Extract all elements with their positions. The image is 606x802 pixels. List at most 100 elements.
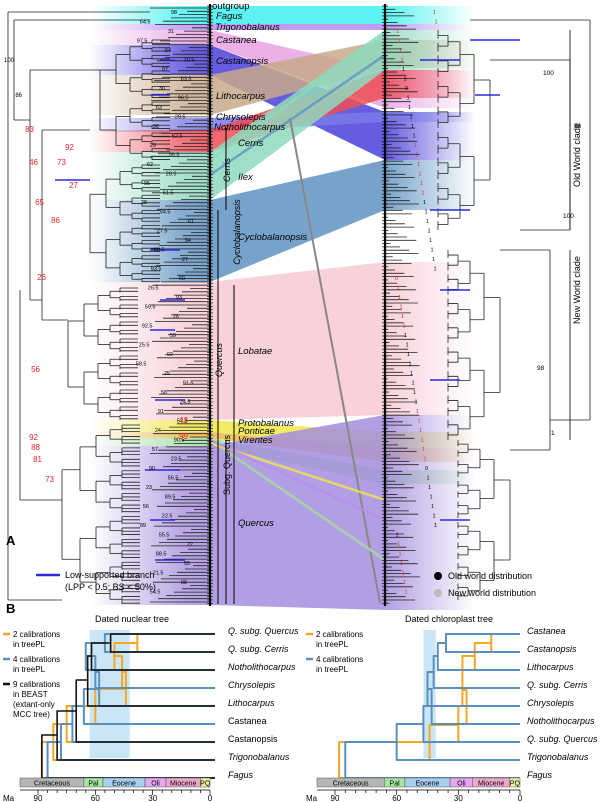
low-support-branches: [55, 59, 185, 561]
left-taxon: Q. subg. Cerris: [228, 644, 289, 654]
right-branch: [448, 143, 460, 168]
support-value-small: 59.5: [145, 305, 156, 311]
support-value-small: 1: [411, 124, 414, 130]
right-branch: [448, 303, 458, 315]
support-value-small: 23.5: [171, 457, 182, 463]
support-value-small: 26.5: [148, 286, 159, 292]
red-node-support: 73: [57, 158, 66, 167]
left-taxon: Notholithocarpus: [228, 662, 296, 672]
support-value-small: 1: [406, 343, 409, 349]
support-value-small: 22: [187, 542, 193, 548]
right-small-support: 1111111101111111111111111111011111111111…: [395, 10, 438, 596]
left-legend-text: 2 calibrations: [13, 630, 60, 639]
left-tick-label: 30: [148, 794, 157, 802]
support-value-small: 1: [412, 381, 415, 387]
support-value-small: 64.5: [140, 20, 151, 26]
right-epoch-label: Miocene: [478, 781, 505, 788]
right-epoch-pq: [509, 777, 521, 788]
taxon-label-trigonobalanus: Trigonobalanus: [215, 22, 280, 33]
right-branch: [458, 260, 470, 284]
left-taxon: Q. subg. Quercus: [228, 626, 299, 636]
support-value-small: 25: [164, 371, 170, 377]
support-value-small: 54.5: [150, 590, 161, 596]
right-branch: [480, 541, 494, 581]
right-branch: [458, 484, 468, 494]
support-value-small: 61: [188, 219, 194, 225]
support-value-small: 27.5: [157, 229, 168, 235]
support-value-small: 89.5: [165, 495, 176, 501]
support-value-small: 22.5: [162, 514, 173, 520]
support-value-small: 55.5: [159, 533, 170, 539]
right-branch: [460, 156, 474, 206]
panel-a-letter: A: [6, 533, 16, 548]
support-value-small: 24.5: [180, 400, 191, 406]
right-branch: [460, 54, 474, 104]
right-node-support: 100: [543, 70, 554, 77]
right-branch: [448, 400, 458, 412]
support-value-small: 1: [419, 172, 422, 178]
left-legend-text: in treePL: [13, 640, 46, 649]
left-black: [86, 655, 215, 707]
taxon-label-castanopsis: Castanopsis: [216, 56, 269, 67]
support-value-small: 1: [402, 571, 405, 577]
left-legend-text: MCC tree): [13, 710, 50, 719]
right-orange: [490, 633, 520, 653]
red-node-support: 88: [31, 443, 40, 452]
support-value-small: 58: [161, 390, 167, 396]
right-blue: [436, 642, 520, 671]
support-value-small: 26: [173, 314, 179, 320]
left-taxon: Chrysolepis: [228, 680, 276, 690]
support-value-small: 1: [403, 324, 406, 330]
support-value-small: 1: [418, 419, 421, 425]
support-value-small: 91: [158, 409, 164, 415]
support-value-small: 95: [144, 181, 150, 187]
taxon-label-virentes: Virentes: [238, 435, 273, 446]
support-value-small: 88: [181, 580, 187, 586]
support-value-small: 62.5: [172, 134, 183, 140]
left-epoch-label: PQ: [200, 781, 211, 788]
support-value-small: 92.5: [142, 324, 153, 330]
support-value-small: 1: [404, 333, 407, 339]
right-orange: [461, 655, 520, 707]
band-left-ponticae: [90, 432, 210, 438]
left-epoch-label: Cretaceous: [34, 781, 70, 788]
right-tick-label: 0: [518, 794, 523, 802]
right-taxon: Fagus: [527, 770, 553, 780]
right-branch: [458, 587, 468, 597]
support-value-small: 1: [405, 590, 408, 596]
left-tick-label: 0: [208, 794, 213, 802]
right-branch: [438, 187, 448, 200]
support-value-small: 31: [168, 29, 174, 35]
red-node-support: 73: [45, 475, 54, 484]
right-branch: [448, 424, 458, 436]
support-value-small: 1: [397, 542, 400, 548]
right-branch: [468, 489, 480, 510]
support-value-small: 1: [404, 77, 407, 83]
right-tree: [385, 5, 591, 604]
left-epoch-label: Miocene: [170, 781, 197, 788]
left-backbone-h: [8, 11, 150, 601]
right-epoch-label: Pal: [390, 781, 401, 788]
left-epoch-label: Pal: [88, 781, 99, 788]
right-branch: [458, 566, 468, 576]
support-value-small: 30.5: [184, 58, 195, 64]
support-value-small: 1: [426, 219, 429, 225]
support-value-small: 1: [420, 181, 423, 187]
support-value-small: 96.5: [178, 96, 189, 102]
support-value-small: 21.5: [153, 571, 164, 577]
red-node-support: 27: [69, 181, 78, 190]
right-branch: [470, 272, 484, 321]
red-node-support: 99: [179, 432, 188, 441]
left-tick-label: 90: [34, 794, 43, 802]
support-value-small: 60: [179, 276, 185, 282]
band-left-protobalanus: [90, 420, 210, 432]
right-axis-unit: Ma: [306, 794, 318, 802]
right-backbone: [470, 19, 591, 451]
support-value-small: 98: [171, 10, 177, 16]
right-branch: [448, 92, 460, 117]
support-value-small: 93.5: [151, 267, 162, 273]
support-value-small: 90: [149, 466, 155, 472]
support-value-small: 89: [140, 523, 146, 529]
support-value-small: 1: [434, 523, 437, 529]
